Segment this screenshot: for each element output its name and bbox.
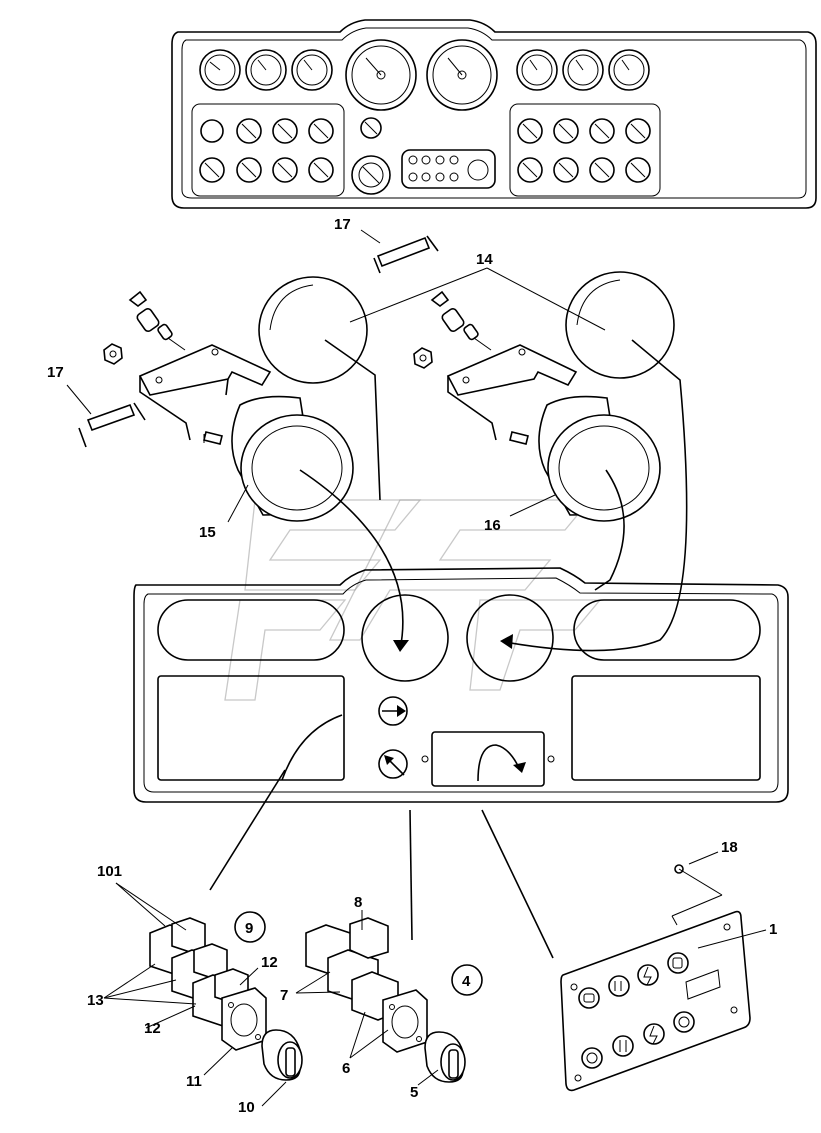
nut-right xyxy=(413,347,433,369)
callout-16: 16 xyxy=(484,517,501,534)
callout-12-lower: 12 xyxy=(144,1020,161,1037)
callout-14: 14 xyxy=(476,251,493,268)
warning-lamp-cluster xyxy=(401,149,496,189)
tachometer-gauge xyxy=(345,39,417,111)
callout-15: 15 xyxy=(199,524,216,541)
warning-lamp-plate-1 xyxy=(560,910,751,1092)
callout-7: 7 xyxy=(280,987,288,1004)
switch-rotary xyxy=(308,157,334,183)
gauge-cutout-left-oval xyxy=(157,599,345,661)
small-gauge-5 xyxy=(562,49,604,91)
callout-12-upper: 12 xyxy=(261,954,278,971)
arrowhead xyxy=(500,634,513,649)
part-17-clip-left xyxy=(66,384,146,448)
warning-lamp-cutout xyxy=(431,731,545,787)
callout-17-left: 17 xyxy=(47,364,64,381)
leader-to-part-1 xyxy=(481,809,554,959)
callout-13: 13 xyxy=(87,992,104,1009)
callout-101: 101 xyxy=(97,863,122,880)
small-gauge-2 xyxy=(245,49,287,91)
nut-left xyxy=(103,343,123,365)
group-4-circle xyxy=(451,964,483,996)
right-switch-block xyxy=(509,103,661,197)
small-gauge-3 xyxy=(291,49,333,91)
part-17-clip-upper xyxy=(360,229,439,274)
leader-to-group-9 xyxy=(209,769,286,891)
leader-14-right xyxy=(486,267,606,331)
callout-8: 8 xyxy=(354,894,362,911)
switch-blank xyxy=(200,119,224,143)
switch-group-9 xyxy=(103,882,303,1107)
switch-hole-upper xyxy=(378,696,408,726)
ignition-switch xyxy=(351,155,391,195)
instrument-panel-assembled xyxy=(171,19,817,209)
switch-rotary xyxy=(272,157,298,183)
callout-9: 9 xyxy=(245,920,253,937)
small-gauge-6 xyxy=(608,49,650,91)
panel-housing xyxy=(133,567,789,803)
switch-rotary xyxy=(272,118,298,144)
mounting-bracket-right xyxy=(446,344,578,441)
switch-bezel-11 xyxy=(221,987,267,1051)
leader-to-group-4 xyxy=(409,809,413,941)
switch-rotary xyxy=(199,157,225,183)
gauge-cutout-left-round xyxy=(361,594,449,682)
switch-knob-10 xyxy=(261,1029,303,1081)
switch-knob-5 xyxy=(424,1031,466,1083)
callout-17-upper: 17 xyxy=(334,216,351,233)
callout-18: 18 xyxy=(721,839,738,856)
group-9-circle xyxy=(234,911,266,943)
gauge-body-15 xyxy=(203,395,354,522)
flow-line-gauge-right xyxy=(594,469,625,591)
flow-line-gauge-left xyxy=(299,469,404,651)
gauge-cutout-right-round xyxy=(466,594,554,682)
callout-11: 11 xyxy=(186,1073,202,1090)
gauge-lens-left xyxy=(258,276,368,384)
leader-16 xyxy=(509,494,556,517)
arrow-into-lamp-cutout xyxy=(477,744,521,782)
switch-hole-lower xyxy=(378,749,408,779)
gauge-cutout-right-oval xyxy=(573,599,761,661)
mounting-bracket-left xyxy=(138,344,272,441)
left-switch-block xyxy=(191,103,345,197)
screw-18 xyxy=(671,851,723,926)
callout-1: 1 xyxy=(769,921,777,938)
callout-10: 10 xyxy=(238,1099,255,1116)
switch-bezel-6 xyxy=(382,989,428,1053)
switch-small-center xyxy=(360,117,382,139)
small-gauge-1 xyxy=(199,49,241,91)
callout-4: 4 xyxy=(462,973,471,990)
bulb-holder-left xyxy=(128,290,186,351)
bulb-holder-right xyxy=(430,290,492,351)
leader-15 xyxy=(227,484,249,523)
leader-1 xyxy=(697,929,767,949)
small-gauge-4 xyxy=(516,49,558,91)
flow-line-lens-right xyxy=(504,339,688,652)
flow-line-lens-left xyxy=(324,339,381,501)
callout-6: 6 xyxy=(342,1060,350,1077)
switch-rotary xyxy=(236,118,262,144)
switch-cutout-left xyxy=(157,675,345,781)
switch-rotary xyxy=(308,118,334,144)
speedometer-gauge xyxy=(426,39,498,111)
flow-line-switch-left xyxy=(281,714,343,781)
switch-rotary xyxy=(236,157,262,183)
switch-cutout-right xyxy=(571,675,761,781)
arrowhead xyxy=(393,640,409,652)
leader-14-left xyxy=(349,267,488,323)
gauge-body-16 xyxy=(509,395,661,522)
callout-5: 5 xyxy=(410,1084,418,1101)
switch-group-4 xyxy=(295,910,466,1086)
